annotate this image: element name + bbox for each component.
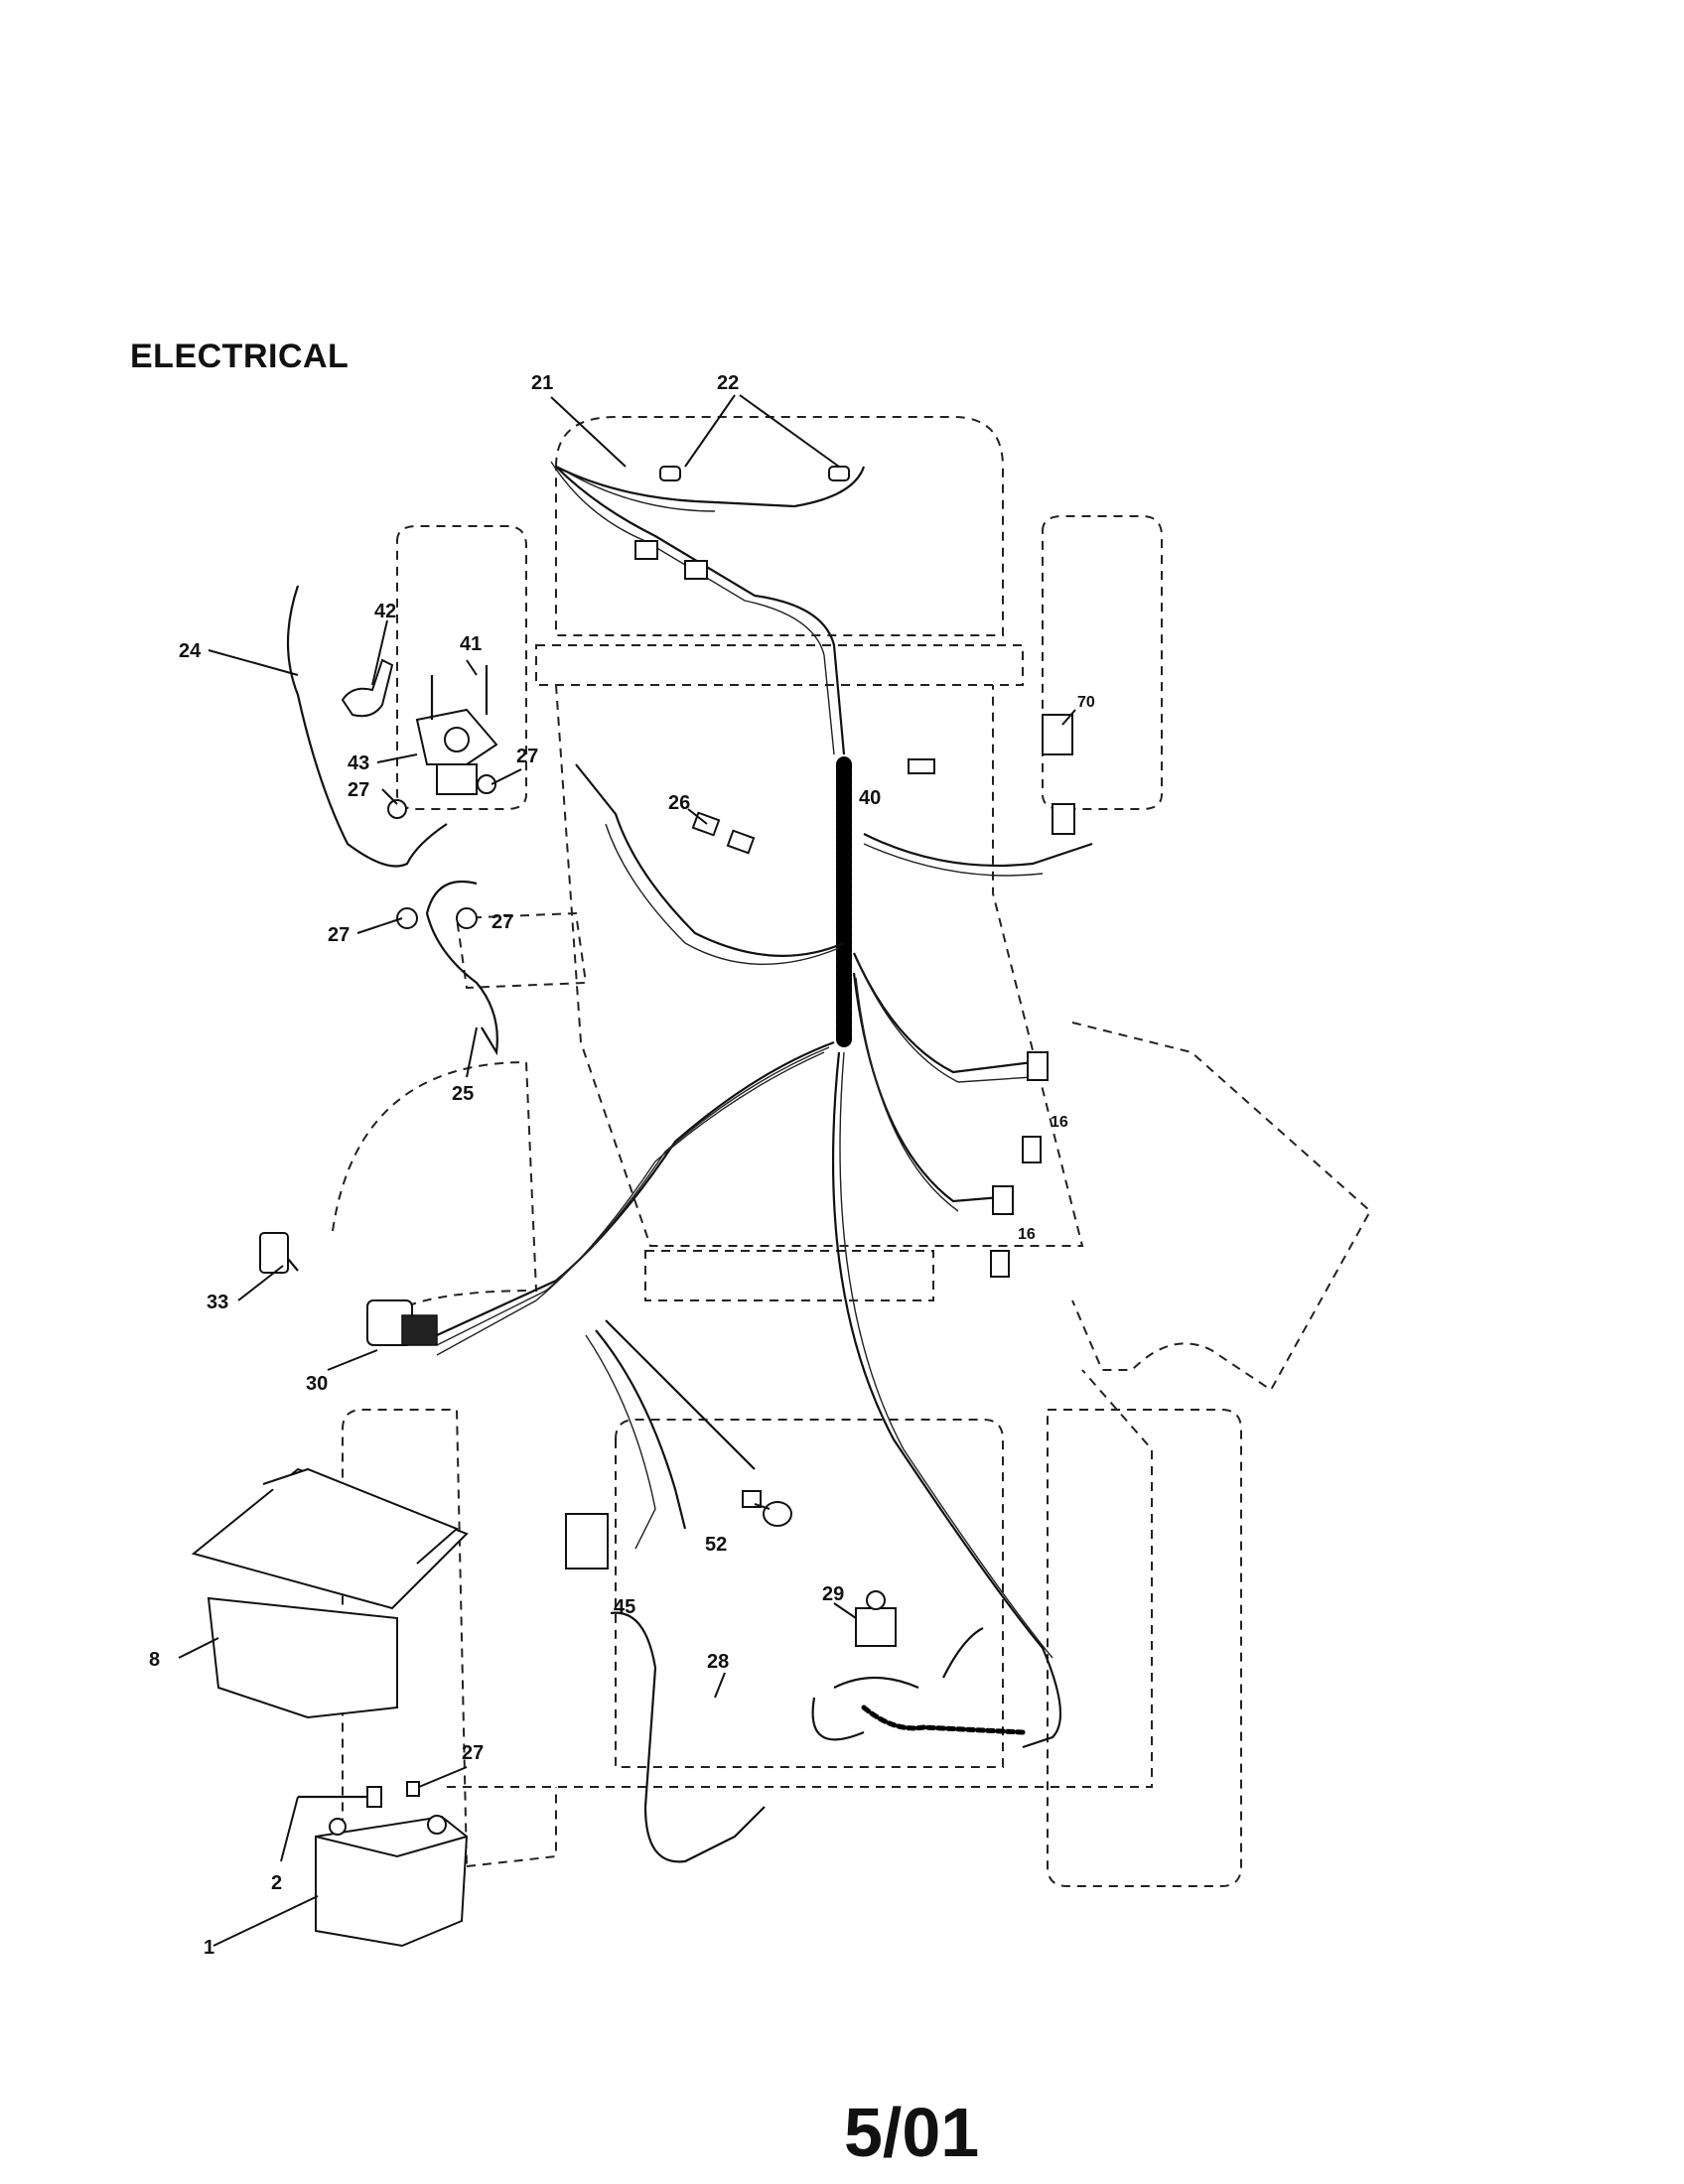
right-rear-wheel [1047, 1409, 1242, 1887]
label-33: 33 [207, 1292, 228, 1313]
diagram-title: ELECTRICAL [130, 338, 350, 375]
label-70: 70 [1077, 694, 1095, 711]
part-switch-29 [855, 1590, 897, 1647]
part-switches-16 [990, 1051, 1049, 1278]
label-16b: 16 [1018, 1226, 1036, 1243]
label-25: 25 [452, 1083, 474, 1105]
label-1: 1 [204, 1937, 214, 1959]
cable-25 [425, 880, 498, 1056]
part-battery-1 [315, 1815, 469, 1948]
label-52: 52 [705, 1534, 727, 1556]
part-boot-42 [341, 658, 394, 718]
page-footer: 5/01 [844, 2094, 980, 2171]
part-solenoid-43 [415, 708, 498, 795]
dash-arc [332, 1060, 538, 1311]
part-connector-70 [1042, 714, 1073, 755]
frame-upper [535, 644, 1024, 686]
part-battery-box-8 [191, 1467, 469, 1719]
label-27e: 27 [462, 1742, 484, 1764]
part-labels: 21 22 24 42 41 43 27 27 27 27 25 26 40 7… [149, 372, 1095, 1959]
chassis-outline [332, 416, 1372, 1887]
part-connectors-26 [691, 811, 756, 855]
engine-plate [644, 1250, 934, 1301]
coiled-cable [861, 1705, 1026, 1735]
part-bolt-2 [298, 1786, 382, 1808]
left-rear-wheel [342, 1409, 469, 1867]
label-16a: 16 [1051, 1114, 1068, 1131]
part-nuts-27 [387, 774, 496, 1797]
part-key-33 [259, 1232, 299, 1274]
hood-outline [555, 416, 1004, 636]
label-26: 26 [668, 792, 690, 814]
part-module-45 [565, 1513, 609, 1570]
part-fuse-52 [742, 1490, 792, 1527]
label-28: 28 [707, 1651, 729, 1673]
label-22: 22 [717, 372, 739, 394]
leaders [178, 394, 1076, 1947]
label-45: 45 [614, 1596, 635, 1618]
label-30: 30 [306, 1373, 328, 1395]
label-27a: 27 [348, 779, 369, 801]
cable-28 [610, 1611, 766, 1863]
label-27b: 27 [516, 746, 538, 767]
label-27d: 27 [491, 911, 513, 933]
label-21: 21 [531, 372, 553, 394]
label-42: 42 [374, 601, 396, 622]
mower-deck [1071, 1022, 1372, 1392]
steering-housing [455, 911, 588, 990]
battery-tray-outline [466, 1787, 557, 1867]
cable-24 [286, 585, 448, 868]
label-41: 41 [460, 633, 482, 655]
label-8: 8 [149, 1649, 160, 1671]
right-front-wheel [1042, 515, 1163, 810]
part-ignition-switch-30 [366, 1299, 438, 1346]
wiring-harness [436, 461, 1093, 1749]
label-2: 2 [271, 1872, 282, 1894]
rear-frame [447, 1369, 1153, 1788]
part-harness-connectors [634, 540, 1075, 835]
frame-body [555, 684, 1084, 1247]
part-bolts-41 [430, 665, 489, 720]
part-lamps-22 [659, 466, 850, 481]
label-27c: 27 [328, 924, 350, 946]
label-43: 43 [348, 752, 369, 774]
label-40: 40 [859, 787, 881, 809]
label-29: 29 [822, 1583, 844, 1605]
label-24: 24 [179, 640, 202, 662]
seat-frame [615, 1419, 1004, 1768]
